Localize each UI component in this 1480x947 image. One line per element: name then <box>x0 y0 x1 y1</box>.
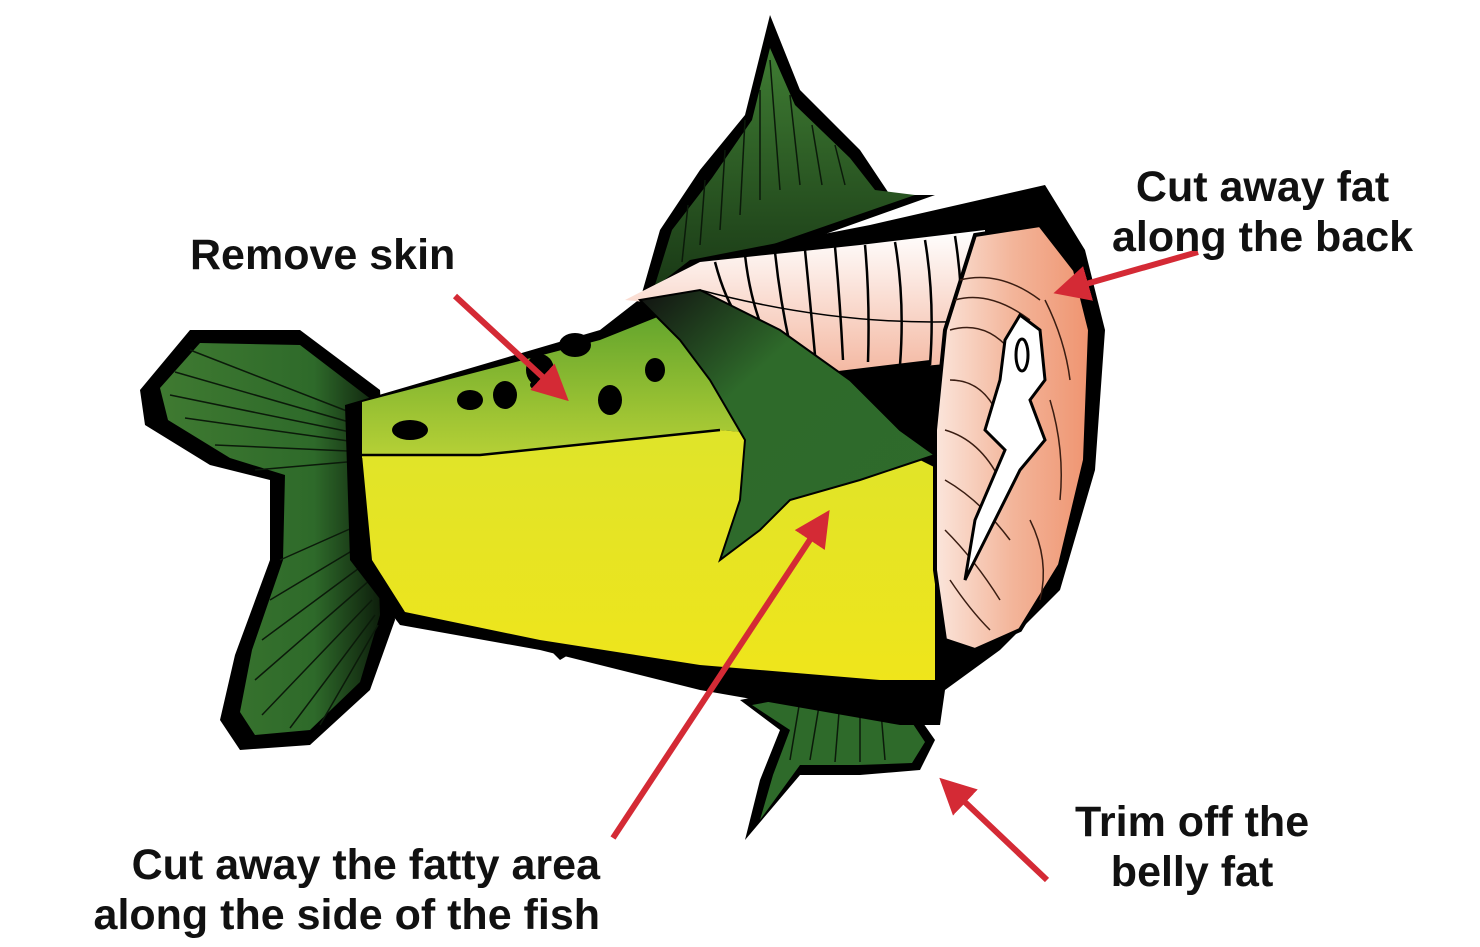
arrow-belly-fat <box>948 786 1047 880</box>
label-back-fat: Cut away fat along the back <box>1112 162 1413 262</box>
label-back-fat-line2: along the back <box>1112 212 1413 262</box>
label-belly-fat-line2: belly fat <box>1075 847 1309 897</box>
label-remove-skin-text: Remove skin <box>190 230 455 280</box>
label-side-fat-line1: Cut away the fatty area <box>20 840 600 890</box>
label-side-fat: Cut away the fatty area along the side o… <box>20 840 600 940</box>
label-side-fat-line2: along the side of the fish <box>20 890 600 940</box>
label-belly-fat-line1: Trim off the <box>1075 797 1309 847</box>
label-belly-fat: Trim off the belly fat <box>1075 797 1309 897</box>
label-remove-skin: Remove skin <box>190 230 455 280</box>
label-back-fat-line1: Cut away fat <box>1112 162 1413 212</box>
